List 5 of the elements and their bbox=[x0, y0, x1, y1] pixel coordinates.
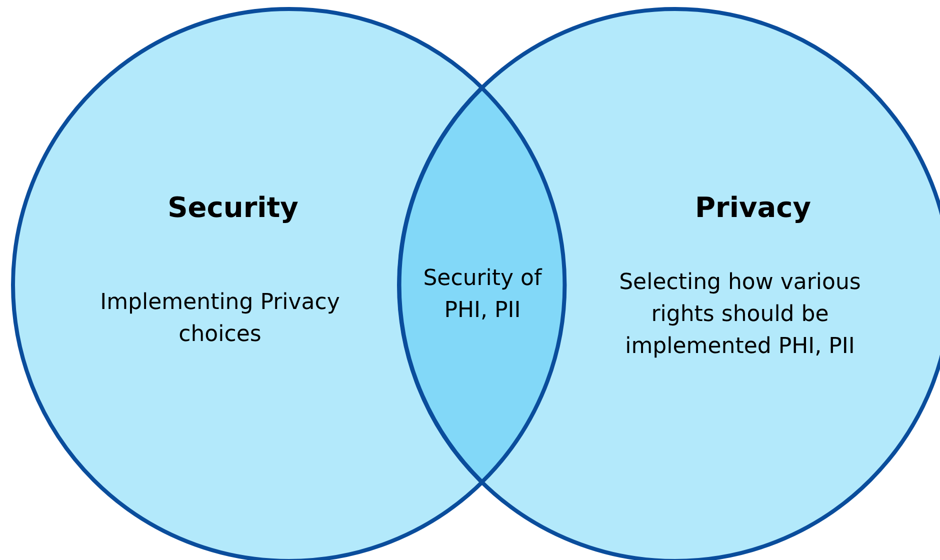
circle-title: Security bbox=[166, 191, 300, 224]
circle-title: Privacy bbox=[694, 191, 812, 224]
region-text: Implementing Privacy choices bbox=[99, 289, 341, 349]
region-text: Security of PHI, PII bbox=[422, 265, 544, 325]
region-text: Selecting how various rights should be implemented PHI, PII bbox=[618, 269, 862, 361]
